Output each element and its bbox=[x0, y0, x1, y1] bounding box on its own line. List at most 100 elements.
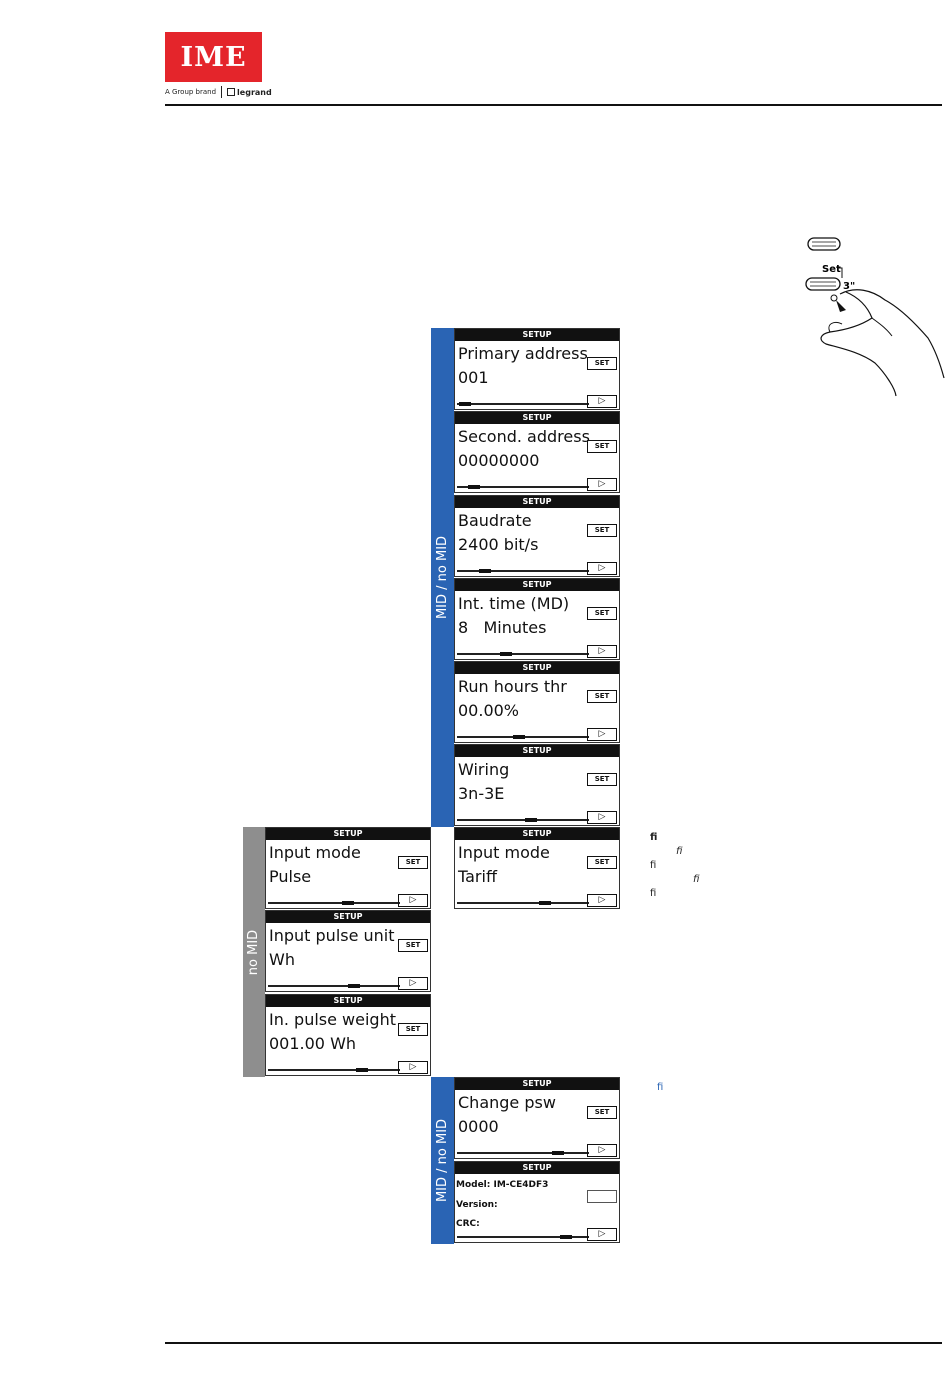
parameter-name: Input mode bbox=[458, 843, 550, 862]
note-e: ﬁ bbox=[650, 888, 657, 899]
set-key: SET bbox=[587, 524, 617, 537]
set-key: SET bbox=[587, 607, 617, 620]
note-c: ﬁ bbox=[650, 860, 657, 871]
scroll-thumb bbox=[500, 652, 512, 656]
scroll-track bbox=[457, 652, 589, 656]
divider bbox=[221, 86, 223, 98]
legrand-icon bbox=[227, 88, 236, 96]
next-arrow-icon: ▷ bbox=[587, 1228, 617, 1241]
mid-no-mid-label: MID / no MID bbox=[435, 1118, 450, 1203]
screen-header: SETUP bbox=[455, 496, 619, 508]
mid-no-mid-bar-bottom: MID / no MID bbox=[431, 1077, 454, 1244]
blank-key bbox=[587, 1190, 617, 1203]
ime-logo: IME bbox=[165, 32, 262, 82]
parameter-value: Tariff bbox=[458, 867, 497, 886]
parameter-value: Wh bbox=[269, 950, 295, 969]
next-arrow-icon: ▷ bbox=[587, 1144, 617, 1157]
mid-no-mid-bar-top: MID / no MID bbox=[431, 328, 454, 827]
button-icon bbox=[807, 237, 841, 251]
parameter-name: Input pulse unit bbox=[269, 926, 395, 945]
version-text: Version: bbox=[456, 1200, 498, 1210]
scroll-thumb bbox=[525, 818, 537, 822]
set-key: SET bbox=[587, 1106, 617, 1119]
next-arrow-icon: ▷ bbox=[587, 645, 617, 658]
next-arrow-icon: ▷ bbox=[587, 894, 617, 907]
parameter-name: Input mode bbox=[269, 843, 361, 862]
scroll-thumb bbox=[479, 569, 491, 573]
scroll-thumb bbox=[468, 485, 480, 489]
scroll-thumb bbox=[552, 1151, 564, 1155]
set-key: SET bbox=[587, 357, 617, 370]
set-key: SET bbox=[398, 856, 428, 869]
set-key: SET bbox=[587, 773, 617, 786]
scroll-track bbox=[457, 569, 589, 573]
parameter-name: In. pulse weight bbox=[269, 1010, 396, 1029]
hold-time: 3" bbox=[843, 281, 855, 292]
screen-header: SETUP bbox=[455, 412, 619, 424]
screen-header: SETUP bbox=[455, 828, 619, 840]
parameter-value: 00000000 bbox=[458, 451, 540, 470]
setup-screen-info: SETUP Model: IM-CE4DF3 Version: CRC: ▷ bbox=[454, 1161, 620, 1243]
set-key: SET bbox=[587, 440, 617, 453]
bottom-rule bbox=[165, 1342, 942, 1344]
setup-screen-pulse-weight: SETUP In. pulse weight 001.00 Wh SET ▷ bbox=[265, 994, 431, 1076]
note-a: ﬁ bbox=[650, 832, 658, 843]
screen-header: SETUP bbox=[266, 995, 430, 1007]
scroll-track bbox=[268, 901, 400, 905]
set-key: SET bbox=[398, 1023, 428, 1036]
next-arrow-icon: ▷ bbox=[398, 1061, 428, 1074]
screen-header: SETUP bbox=[455, 662, 619, 674]
parameter-value: 0000 bbox=[458, 1117, 499, 1136]
scroll-track bbox=[457, 1151, 589, 1155]
screen-header: SETUP bbox=[455, 329, 619, 341]
parameter-name: Wiring bbox=[458, 760, 510, 779]
setup-screen-change-psw: SETUP Change psw 0000 SET ▷ bbox=[454, 1077, 620, 1159]
top-rule bbox=[165, 104, 942, 106]
parameter-name: Int. time (MD) bbox=[458, 594, 570, 613]
crc-text: CRC: bbox=[456, 1219, 480, 1229]
next-arrow-icon: ▷ bbox=[587, 395, 617, 408]
scroll-track bbox=[457, 901, 589, 905]
screen-header: SETUP bbox=[455, 745, 619, 757]
scroll-thumb bbox=[513, 735, 525, 739]
parameter-value: 8 Minutes bbox=[458, 618, 547, 637]
next-arrow-icon: ▷ bbox=[398, 894, 428, 907]
parameter-value: 001 bbox=[458, 368, 489, 387]
scroll-track bbox=[457, 485, 589, 489]
screen-header: SETUP bbox=[266, 828, 430, 840]
no-mid-label: no MID bbox=[246, 929, 262, 975]
model-text: Model: IM-CE4DF3 bbox=[456, 1180, 549, 1190]
parameter-name: Change psw bbox=[458, 1093, 556, 1112]
screen-header: SETUP bbox=[455, 1078, 619, 1090]
group-brand-line: A Group brand legrand bbox=[165, 86, 272, 98]
next-arrow-icon: ▷ bbox=[587, 811, 617, 824]
parameter-value: 001.00 Wh bbox=[269, 1034, 357, 1053]
parameter-value: 3n-3E bbox=[458, 784, 505, 803]
setup-screen-wiring: SETUP Wiring 3n-3E SET ▷ bbox=[454, 744, 620, 826]
no-mid-bar: no MID bbox=[243, 827, 265, 1077]
legrand-brand: legrand bbox=[237, 87, 272, 97]
scroll-track bbox=[457, 1235, 589, 1239]
screen-header: SETUP bbox=[455, 1162, 619, 1174]
note-f: ﬁ bbox=[657, 1082, 664, 1093]
parameter-value: 00.00% bbox=[458, 701, 520, 720]
group-brand-text: A Group brand bbox=[165, 88, 217, 96]
scroll-thumb bbox=[348, 984, 360, 988]
scroll-track bbox=[457, 402, 589, 406]
scroll-thumb bbox=[356, 1068, 368, 1072]
scroll-thumb bbox=[560, 1235, 572, 1239]
note-b: ﬁ bbox=[676, 846, 683, 857]
next-arrow-icon: ▷ bbox=[587, 478, 617, 491]
scroll-track bbox=[268, 1068, 400, 1072]
screen-header: SETUP bbox=[266, 911, 430, 923]
parameter-name: Baudrate bbox=[458, 511, 532, 530]
scroll-track bbox=[457, 735, 589, 739]
parameter-value: Pulse bbox=[269, 867, 312, 886]
parameter-name: Run hours thr bbox=[458, 677, 567, 696]
